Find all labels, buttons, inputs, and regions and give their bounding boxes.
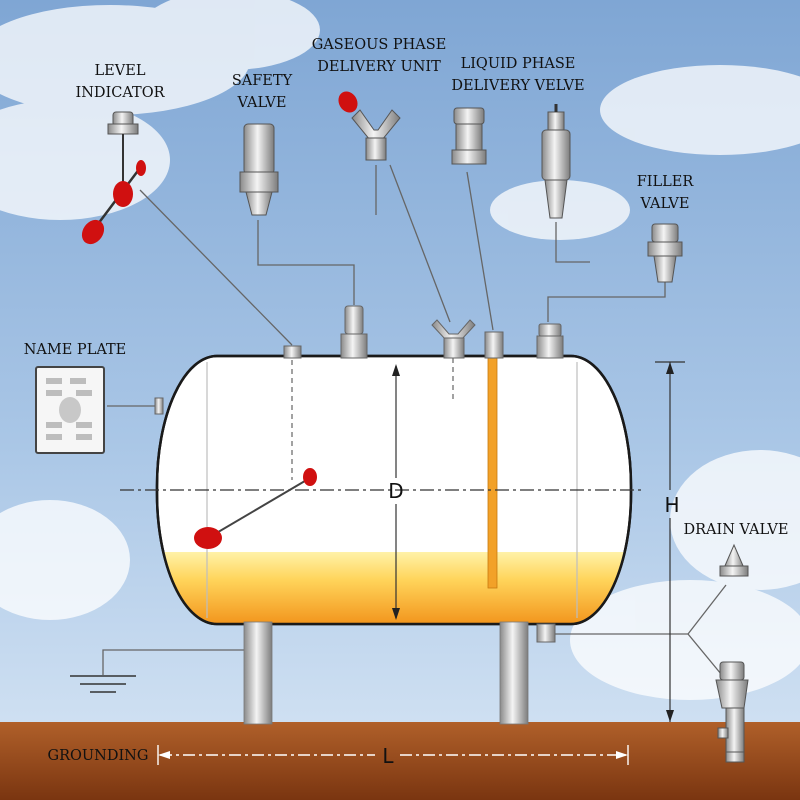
gaseous-phase-valve-icon <box>338 91 401 161</box>
filler-valve-label-line2: VALVE <box>640 196 690 212</box>
gaseous-phase-label-line2: DELIVERY UNIT <box>317 59 441 75</box>
name-plate-mount <box>154 397 164 415</box>
drain-valve-label: DRAIN VALVE <box>684 522 789 538</box>
liquid-phase-valve-icon <box>451 107 487 165</box>
gaseous-phase-label-line1: GASEOUS PHASE <box>312 37 447 53</box>
dip-tube <box>487 355 498 589</box>
filler-valve-label-line1: FILLER <box>637 174 695 190</box>
level-indicator-label-line1: LEVEL <box>95 63 146 79</box>
float-ball <box>194 527 222 549</box>
grounding-label: GROUNDING <box>48 748 149 764</box>
dimension-d-label: D <box>388 479 403 503</box>
safety-valve-fitting <box>340 305 368 359</box>
level-indicator-icon <box>81 111 146 245</box>
filler-valve-fitting <box>536 323 564 359</box>
filler-valve-icon <box>647 223 683 283</box>
tank <box>120 354 645 626</box>
liquid-phase-label-line1: LIQUID PHASE <box>461 56 576 72</box>
name-plate-icon <box>35 366 105 454</box>
ground <box>0 722 800 800</box>
liquid-lpg <box>157 552 631 624</box>
drain-valve-body-icon <box>715 661 749 763</box>
leader-lines <box>102 164 727 681</box>
float-counterweight <box>303 468 317 486</box>
drain-valve-icon <box>719 543 749 577</box>
dimension-h <box>655 361 685 722</box>
safety-valve-label-line1: SAFETY <box>232 73 293 89</box>
dimension-l <box>157 745 629 765</box>
level-indicator-label-line2: INDICATOR <box>75 85 165 101</box>
safety-valve-icon <box>239 123 279 216</box>
level-indicator-fitting <box>283 345 302 359</box>
tank-legs <box>243 621 529 725</box>
dimension-h-label: H <box>664 493 679 517</box>
name-plate-label: NAME PLATE <box>24 342 127 358</box>
dimension-l-label: L <box>382 744 394 768</box>
float-arm <box>207 477 311 539</box>
safety-valve-label-line2: VALVE <box>237 95 287 111</box>
liquid-delivery-valve-icon <box>541 104 571 219</box>
ground-symbol <box>70 675 136 693</box>
liquid-phase-fitting <box>484 331 504 359</box>
liquid-phase-label-line2: DELIVERY VELVE <box>451 78 584 94</box>
tank-fittings <box>154 305 564 643</box>
gaseous-phase-fitting <box>431 319 476 359</box>
drain-fitting <box>536 623 556 643</box>
